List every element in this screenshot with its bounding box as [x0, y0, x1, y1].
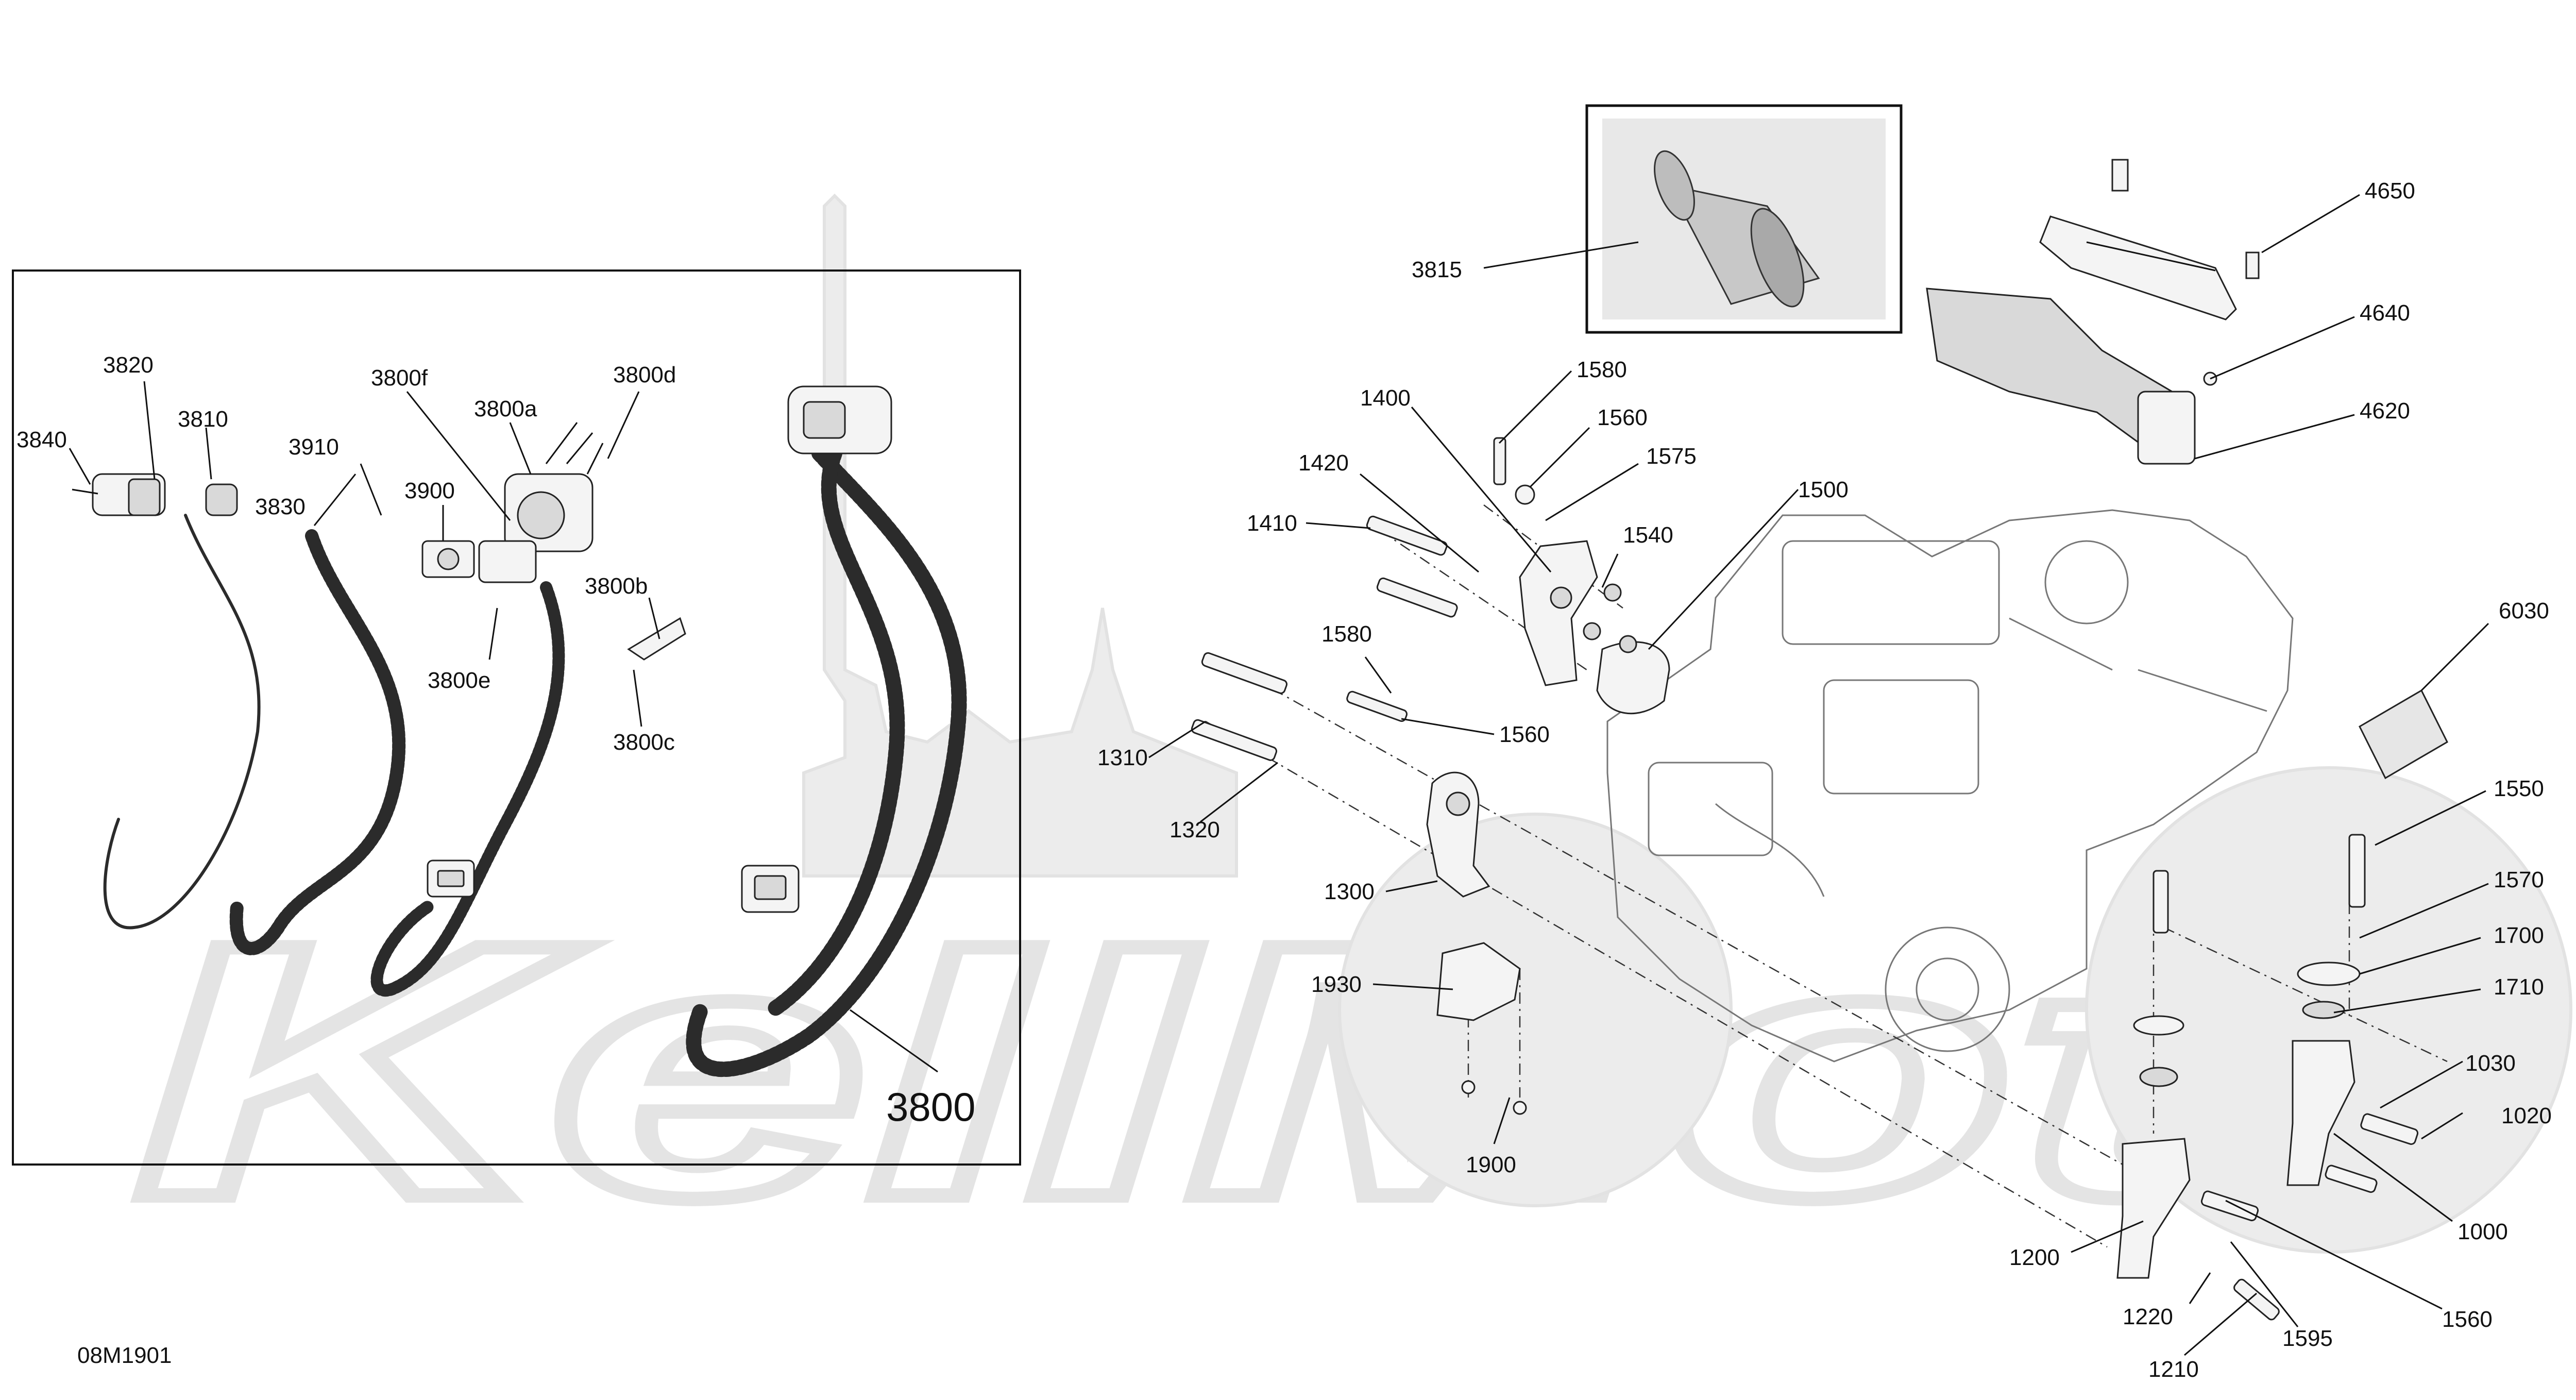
sensor-3820	[72, 473, 166, 516]
callout-1030: 1030	[2465, 1051, 2516, 1076]
callout-1020: 1020	[2501, 1103, 2552, 1128]
callout-1570: 1570	[2494, 867, 2544, 892]
alignment-lines	[1205, 504, 2448, 1248]
callout-1200: 1200	[2009, 1245, 2060, 1270]
callout-4650: 4650	[2365, 178, 2415, 204]
mount-1300	[1426, 771, 1490, 898]
callout-3815: 3815	[1412, 257, 1462, 282]
callout-6030: 6030	[2499, 598, 2549, 623]
harness-junction	[787, 385, 892, 454]
bracket-3900	[421, 540, 475, 578]
callout-3800c: 3800c	[613, 730, 675, 755]
callout-1580: 1580	[1577, 357, 1627, 382]
callout-3800b: 3800b	[585, 574, 648, 599]
callout-3800a: 3800a	[474, 396, 537, 421]
engine-block	[1606, 509, 2294, 1062]
callout-1300: 1300	[1324, 879, 1375, 904]
watermark: KeIIMoto	[127, 193, 2572, 1279]
callout-1560: 1560	[1597, 405, 1648, 430]
callout-3900: 3900	[404, 478, 455, 503]
connector-plug-small	[427, 859, 475, 898]
sleeve-inset	[1585, 104, 1903, 334]
main-harness-branch	[765, 446, 905, 1018]
callout-1000: 1000	[2458, 1219, 2508, 1244]
clamp-3800b	[627, 617, 686, 661]
mount-bushing-1500	[1596, 635, 1670, 715]
leader-lines	[69, 194, 2489, 1356]
callout-3800d: 3800d	[613, 362, 676, 387]
harness-connector	[741, 865, 800, 913]
callout-1220: 1220	[2123, 1304, 2173, 1329]
connector-3810	[205, 483, 238, 516]
decal-6030	[2359, 689, 2448, 780]
main-harness-conduit	[686, 446, 967, 1077]
callout-1320: 1320	[1170, 817, 1220, 842]
callout-3800f: 3800f	[371, 365, 428, 391]
callout-1400: 1400	[1360, 385, 1411, 411]
corrugated-conduit	[229, 529, 406, 955]
callout-1210: 1210	[2148, 1357, 2199, 1382]
callout-1540: 1540	[1623, 522, 1673, 548]
callout-3830: 3830	[255, 494, 306, 519]
callout-1310: 1310	[1097, 745, 1148, 770]
throttle-body	[478, 422, 604, 583]
watermark-skyline	[802, 193, 1238, 878]
callout-1595: 1595	[2282, 1326, 2333, 1351]
callout-1420: 1420	[1298, 450, 1349, 476]
callout-3840: 3840	[16, 427, 67, 452]
sensor-wire	[103, 514, 261, 930]
mount-1200	[2116, 870, 2280, 1321]
callout-1900: 1900	[1466, 1152, 1516, 1177]
callout-1710: 1710	[2494, 974, 2544, 1000]
harness-branch	[370, 581, 565, 997]
callout-3810: 3810	[178, 407, 228, 432]
callout-1700: 1700	[2494, 923, 2544, 948]
callout-4640: 4640	[2360, 300, 2410, 326]
callout-1560: 1560	[1499, 722, 1550, 747]
bolts-1410-1310	[1191, 437, 1622, 761]
callout-labels: 3840 3820 3810 3830 3910 3900 3800f 3800…	[16, 178, 2552, 1382]
callout-1410: 1410	[1247, 511, 1297, 536]
ecu-assembly	[1926, 159, 2260, 465]
mount-1000	[2286, 834, 2419, 1193]
harness-inset-frame	[12, 269, 1021, 1166]
callout-3820: 3820	[103, 352, 154, 378]
callout-1550: 1550	[2494, 776, 2544, 801]
callout-3800e: 3800e	[428, 668, 490, 693]
callout-3800: 3800	[886, 1084, 976, 1129]
callout-1580: 1580	[1321, 621, 1372, 647]
mount-bracket-1400	[1519, 540, 1598, 686]
bracket-1930	[1436, 942, 1527, 1115]
callout-4620: 4620	[2360, 398, 2410, 424]
watermark-wheel	[1338, 813, 1733, 1207]
callout-1930: 1930	[1311, 972, 1362, 997]
callout-1500: 1500	[1798, 477, 1849, 502]
callout-3910: 3910	[289, 434, 339, 460]
callout-1560: 1560	[2442, 1307, 2493, 1332]
drawing-code: 08M1901	[77, 1343, 172, 1368]
callout-1575: 1575	[1646, 444, 1697, 469]
